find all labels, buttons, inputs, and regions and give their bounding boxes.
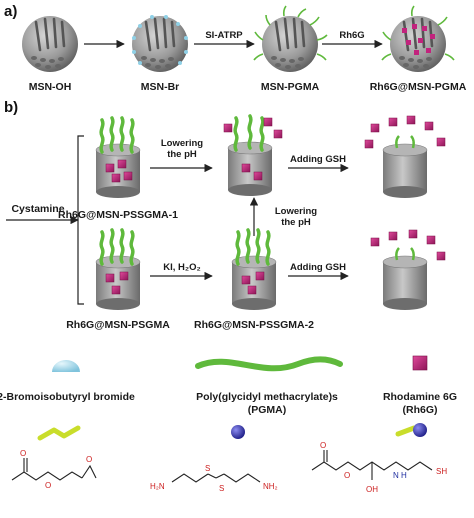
- struct-amine-right: NH₂: [263, 482, 278, 491]
- struct-oh: OH: [366, 485, 378, 494]
- carrier-pssgma-2: [231, 228, 277, 311]
- carrier-pssgma-1: [95, 116, 141, 199]
- label-msn-br: MSN-Br: [141, 81, 180, 93]
- legend-polymer-name: Poly(glycidyl methacrylate)s: [196, 391, 338, 403]
- carrier-upper-middle: [223, 114, 283, 197]
- label-pssgma-2: Rh6G@MSN-PSSGMA-2: [194, 319, 314, 331]
- label-gsh-top: Adding GSH: [290, 154, 346, 165]
- legend-bromide-name: 2-Bromoisobutyryl bromide: [0, 391, 135, 403]
- bromide-icon: [52, 360, 80, 372]
- rh6g-msn-pgma-particle: [381, 5, 455, 74]
- label-msn-pgma: MSN-PGMA: [261, 81, 320, 93]
- rhodamine-icon: [412, 355, 428, 371]
- carrier-lower-final: [370, 229, 446, 311]
- label-rh6g-msn-pgma: Rh6G@MSN-PGMA: [370, 81, 467, 93]
- legend-rhodamine-name: Rhodamine 6G: [383, 391, 457, 403]
- panel-b-label: b): [4, 99, 18, 116]
- struct-sh: SH: [436, 467, 447, 476]
- label-pssgma-1: Rh6G@MSN-PSSGMA-1: [58, 209, 178, 221]
- label-si-atrp: SI-ATRP: [205, 30, 243, 41]
- polymer-icon: [195, 356, 343, 372]
- struct-n: N: [393, 471, 399, 480]
- struct-o3: O: [86, 455, 92, 464]
- carrier-psgma: [95, 228, 141, 311]
- label-msn-oh: MSN-OH: [29, 81, 72, 93]
- msn-br-particle: [130, 14, 190, 74]
- struct-h: H: [401, 471, 407, 480]
- struct-s1: S: [205, 464, 210, 473]
- msn-pgma-particle: [253, 5, 328, 74]
- legend-polymer-sub: (PGMA): [248, 404, 287, 416]
- struct-o1: O: [20, 449, 26, 458]
- blue-sphere-icon: [231, 425, 245, 439]
- label-gsh-bottom: Adding GSH: [290, 262, 346, 273]
- conjugate-icon: [395, 423, 427, 437]
- label-oxidation: KI, H₂O₂: [163, 262, 200, 273]
- structure-glycidyl: [11, 458, 97, 481]
- struct-o4: O: [320, 441, 326, 450]
- msn-oh-particle: [20, 14, 80, 74]
- carrier-upper-final: [364, 115, 446, 199]
- struct-amine-left: H₂N: [150, 482, 165, 491]
- panel-a-label: a): [4, 3, 17, 20]
- legend-rhodamine-sub: (Rh6G): [403, 404, 438, 416]
- struct-ester-o: O: [344, 471, 350, 480]
- struct-s2: S: [219, 484, 224, 493]
- yellow-chain-icon: [37, 425, 81, 441]
- label-cystamine: Cystamine: [11, 203, 64, 215]
- label-rh6g-loading: Rh6G: [339, 30, 364, 41]
- structure-thiol-conjugate: [311, 450, 433, 480]
- struct-o2: O: [45, 481, 51, 490]
- label-psgma: Rh6G@MSN-PSGMA: [66, 319, 170, 331]
- bracket: [77, 135, 84, 305]
- structure-cystamine: [171, 473, 261, 483]
